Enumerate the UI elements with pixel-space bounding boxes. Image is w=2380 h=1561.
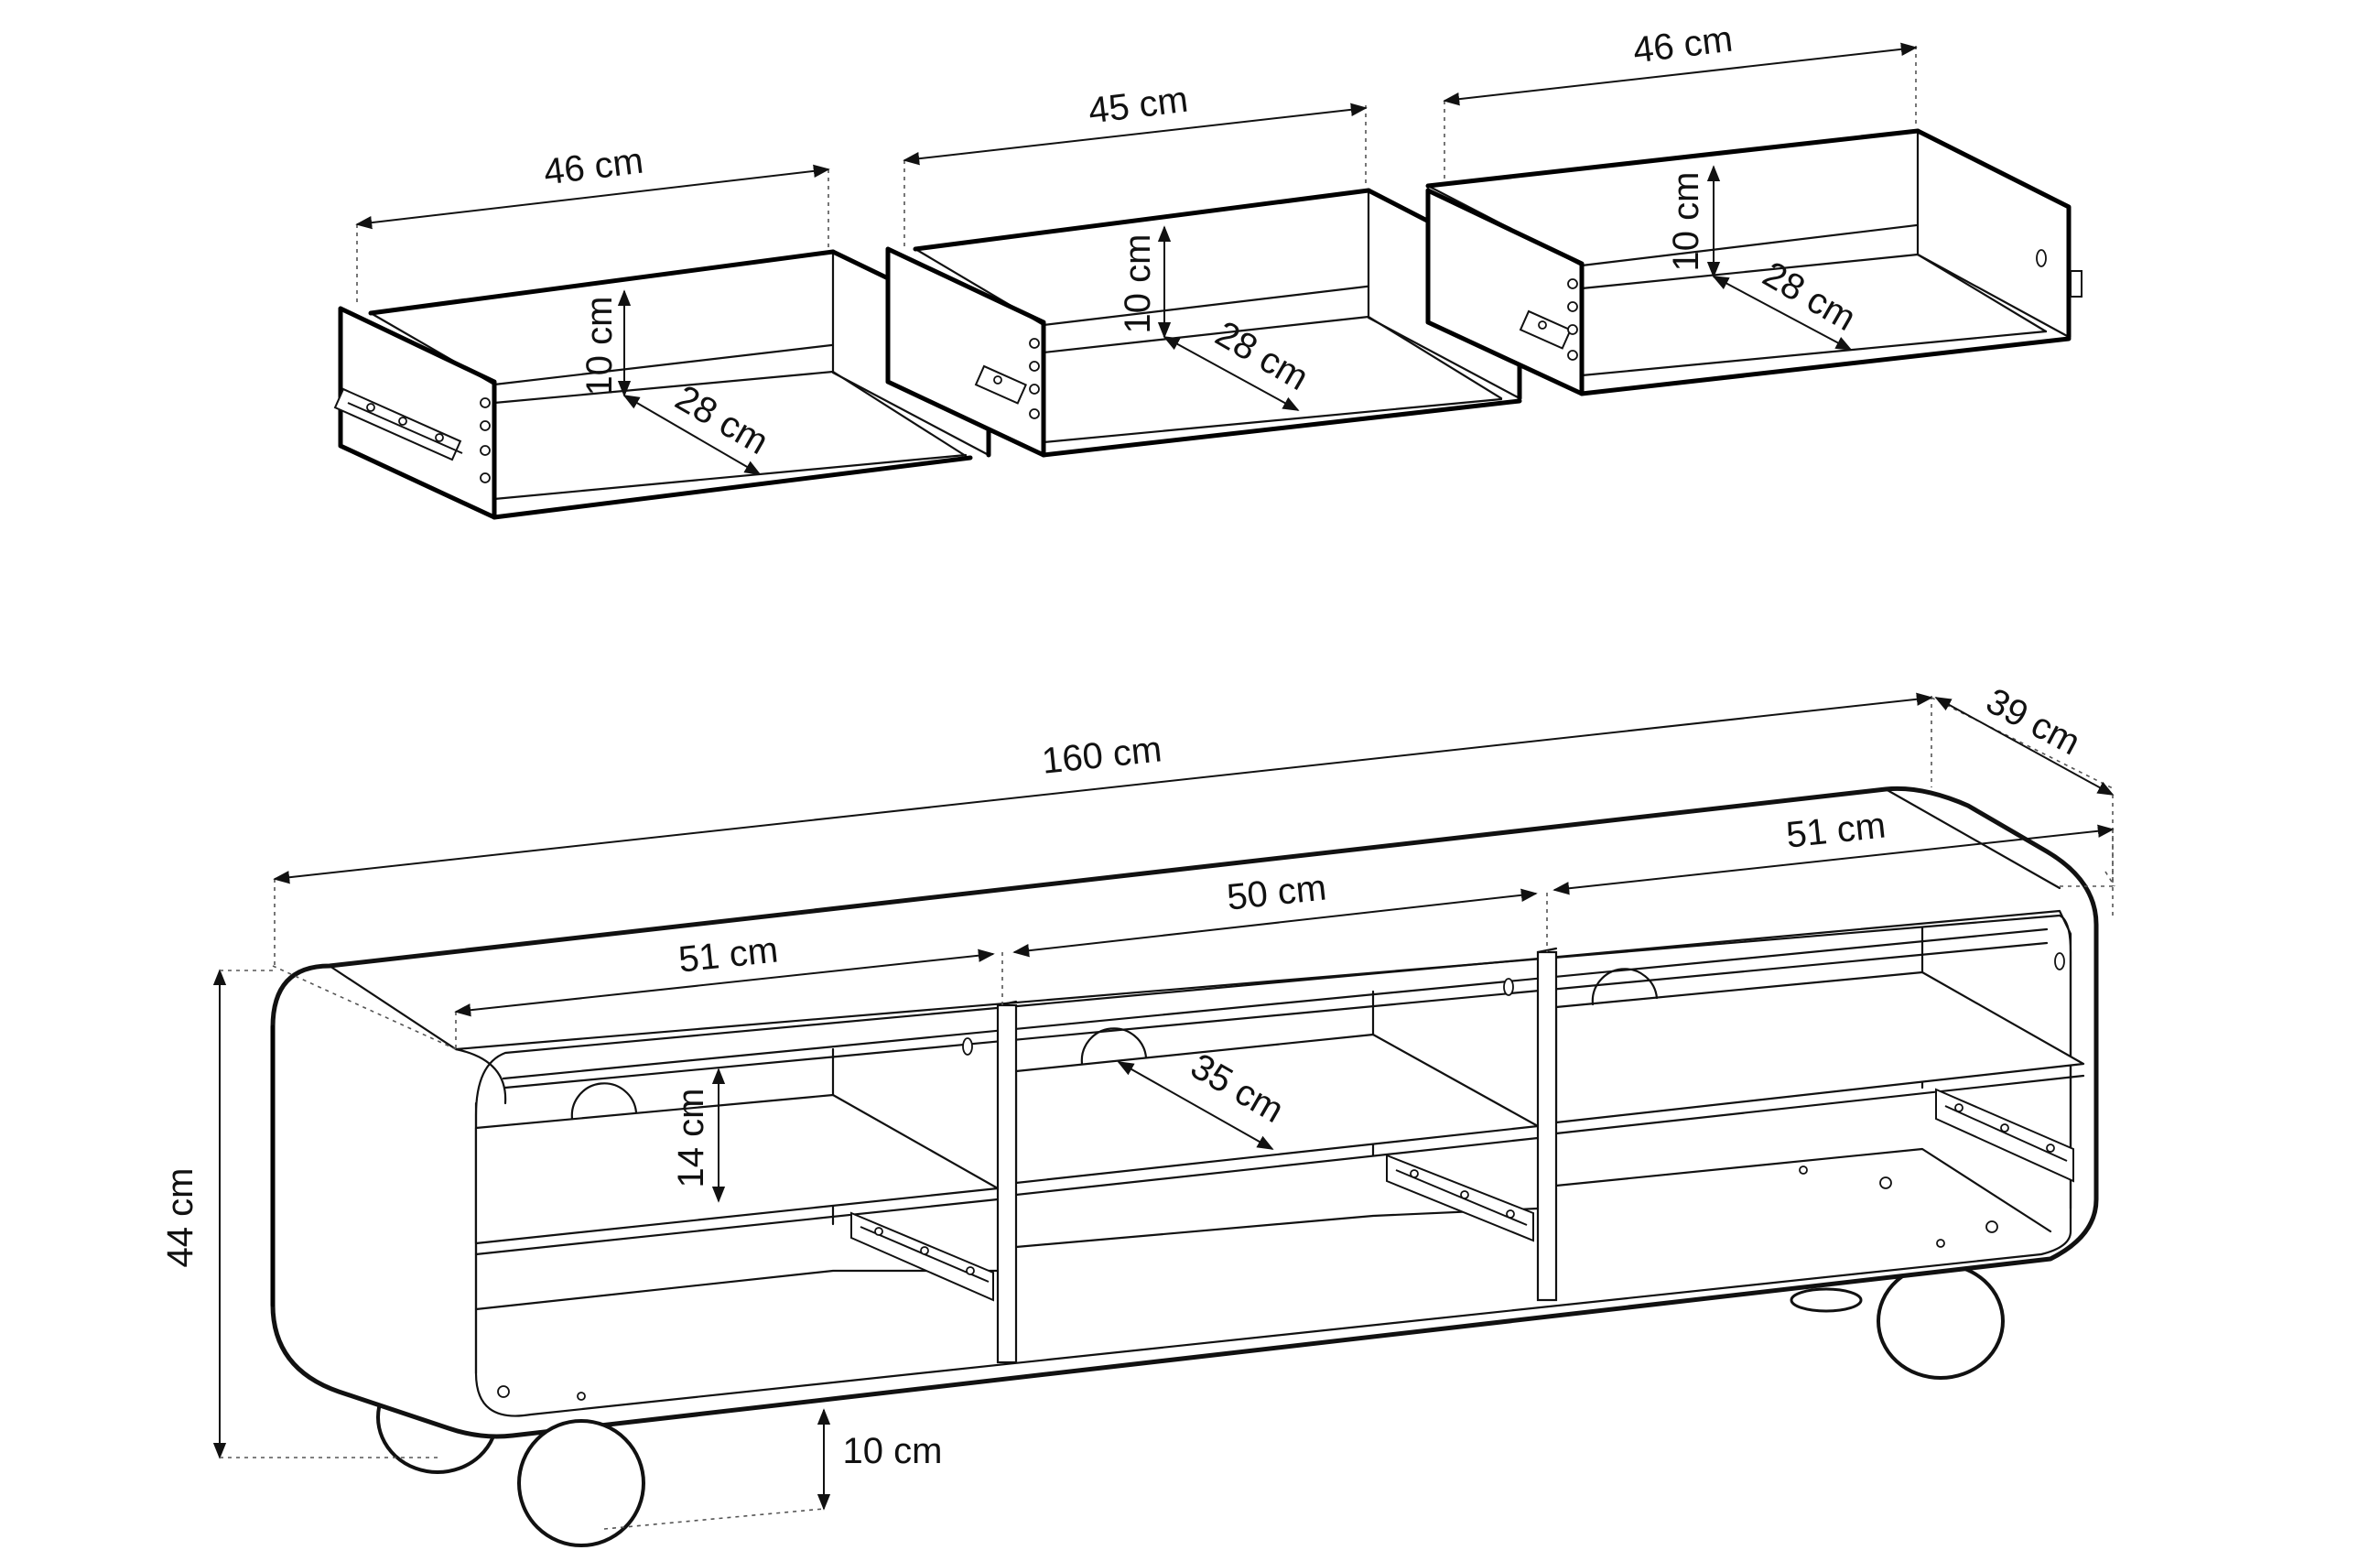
drawer-runner-icon — [974, 364, 1027, 405]
label-drawer-middle-width: 45 cm — [1087, 80, 1190, 132]
label-drawer-left-depth: 28 cm — [668, 377, 774, 462]
drawer-dimension-lines — [355, 42, 1918, 475]
label-drawer-right-width: 46 cm — [1631, 19, 1735, 71]
label-drawer-left-height: 10 cm — [579, 297, 620, 396]
label-shelf-height: 14 cm — [671, 1089, 711, 1188]
leg-front-left — [517, 1419, 645, 1547]
drawer-runner-icon — [1519, 309, 1572, 350]
label-drawer-left-width: 46 cm — [542, 141, 645, 193]
drawer-runner-icon — [1935, 1088, 2074, 1183]
drawer-middle — [885, 188, 1522, 458]
label-height: 44 cm — [160, 1168, 200, 1268]
drawer-right — [1425, 128, 2082, 396]
cabinet-dimension-lines — [212, 692, 2115, 1530]
label-total-width: 160 cm — [1040, 729, 1163, 781]
leg-back-right — [1877, 1263, 2005, 1380]
tv-cabinet — [270, 786, 2099, 1547]
label-drawer-middle-height: 10 cm — [1118, 234, 1158, 334]
label-leg-height: 10 cm — [843, 1431, 943, 1471]
divider-right — [1536, 950, 1558, 1302]
label-drawer-middle-depth: 28 cm — [1208, 313, 1314, 398]
drawer-runner-icon — [1386, 1154, 1534, 1242]
drawer-runner-icon — [333, 387, 463, 461]
label-drawer-right-depth: 28 cm — [1756, 254, 1862, 339]
label-drawer-right-height: 10 cm — [1666, 172, 1706, 272]
drawer-runner-icon — [850, 1211, 994, 1302]
divider-left — [996, 1003, 1018, 1364]
